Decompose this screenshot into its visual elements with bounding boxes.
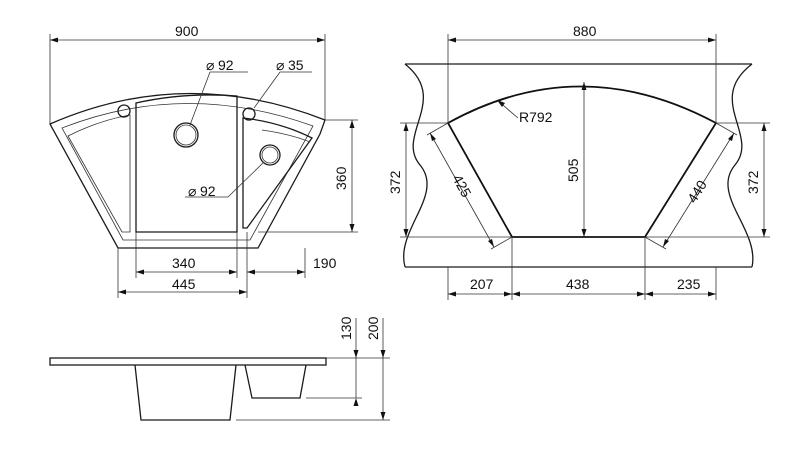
dim-bottom-207: 207 [470,276,494,292]
drain-hole-main [173,122,199,148]
tap-hole-left [117,104,131,118]
drain-hole-main-inner [175,124,197,146]
dim-symbol-92-top: ⌀ [206,57,214,73]
dim-depth-130: 130 [338,316,354,340]
sink-top-view [49,92,326,249]
dim-depth-200: 200 [365,316,381,340]
dim-width-880: 880 [573,23,597,39]
dim-bottom-235: 235 [677,276,701,292]
break-line-right [727,63,754,268]
dim-radius-792: R792 [519,109,553,125]
top-view-dimensions: 900 ⌀ 92 ⌀ 35 ⌀ 92 360 340 [49,23,358,298]
drain-hole-small [259,144,281,166]
dim-diagonal-440: 440 [684,177,710,205]
dim-symbol-92-bottom: ⌀ [188,183,196,199]
cabinet-view-dimensions: 880 R792 505 372 372 425 [387,23,770,300]
countertop-cutout [446,85,718,238]
dim-symbol-35: ⌀ [276,57,284,73]
dim-width-900: 900 [175,23,199,39]
dim-offset-190: 190 [313,255,337,271]
dim-width-445: 445 [172,276,196,292]
main-bowl [135,94,238,233]
tap-hole-right [242,107,256,121]
sink-side-view [49,357,327,421]
dim-bottom-438: 438 [566,276,590,292]
break-line-left [403,63,428,268]
dim-right-372: 372 [745,170,761,194]
drain-hole-small-inner [261,146,279,164]
dim-hole-92-bottom: 92 [200,183,216,199]
dim-bowl-340: 340 [172,255,196,271]
dim-diagonal-425: 425 [449,172,474,200]
dim-left-372: 372 [387,170,403,194]
small-bowl [242,117,313,229]
sink-inner-rim [61,103,314,241]
side-view-dimensions: 130 200 [236,316,390,421]
side-main-bowl [134,364,237,421]
dim-hole-92-top: 92 [218,57,234,73]
dim-depth-360: 360 [333,166,349,190]
small-bowl-inner [261,129,311,143]
sink-top-slab [49,357,327,366]
side-small-bowl [244,364,307,399]
left-drainer-wing [67,114,131,233]
dim-depth-505: 505 [565,158,581,182]
dim-hole-35: 35 [288,57,304,73]
